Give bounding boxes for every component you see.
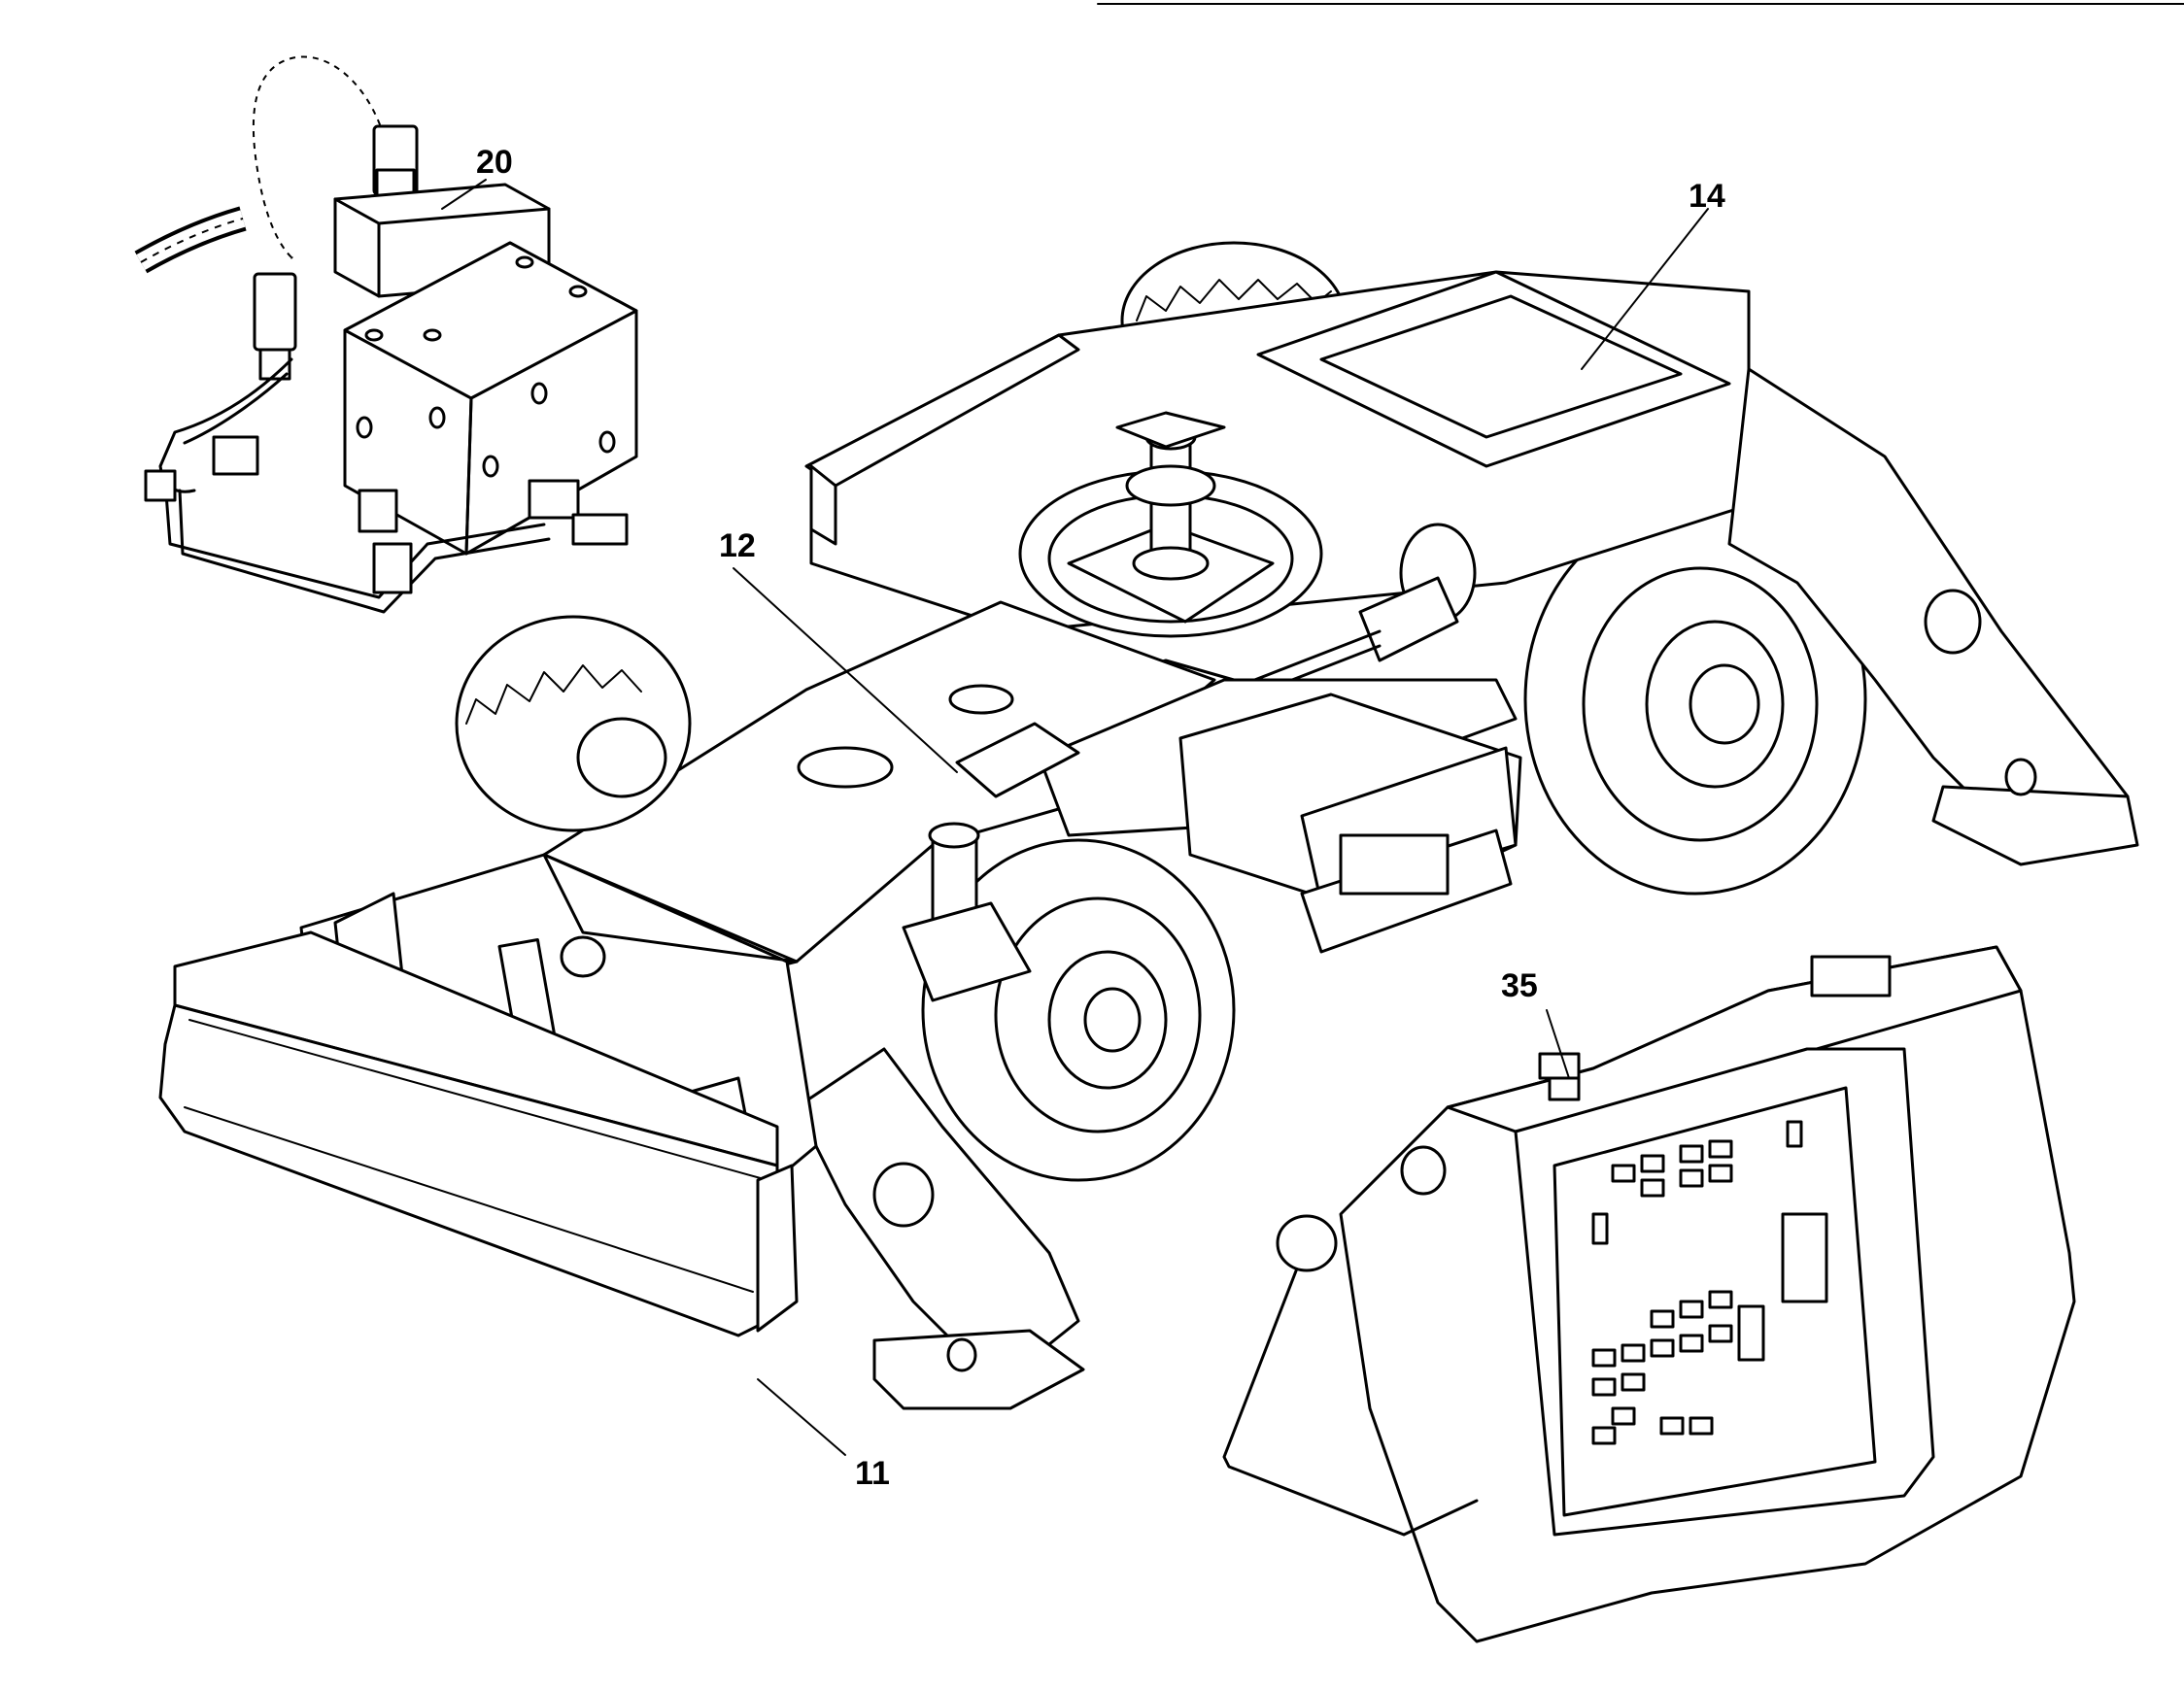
leader-20 — [441, 179, 487, 210]
callout-11: 11 — [855, 1455, 890, 1492]
front-dozer-blade — [158, 930, 799, 1337]
callout-35: 35 — [1501, 967, 1538, 1004]
callout-20: 20 — [476, 144, 513, 181]
front-left-wheel — [455, 615, 692, 832]
vehicle-chassis — [299, 241, 2139, 1410]
callout-14: 14 — [1689, 178, 1725, 215]
hydraulic-valve-block — [134, 50, 638, 614]
leader-14 — [1581, 208, 1709, 370]
control-panel-housing — [1222, 945, 2076, 1643]
leader-lines — [441, 179, 1709, 1456]
rear-right-wheel — [1523, 503, 1867, 896]
leader-11 — [757, 1378, 846, 1456]
callout-12: 12 — [719, 527, 756, 564]
leader-12 — [733, 567, 958, 773]
leader-35 — [1546, 1009, 1570, 1079]
panel-switches — [1591, 1120, 1828, 1445]
slewing-ring — [1018, 411, 1323, 701]
front-right-wheel — [921, 838, 1236, 1182]
